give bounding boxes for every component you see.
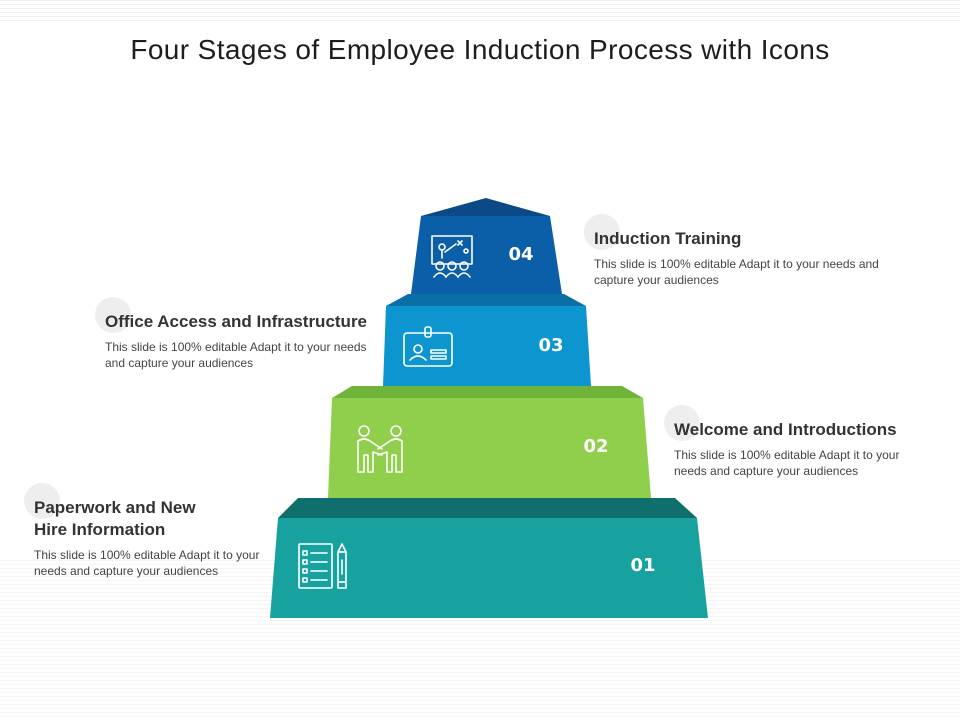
- stage-03-heading: Office Access and Infrastructure: [105, 312, 368, 331]
- stage-04-roof: [421, 198, 550, 216]
- stage-01-block: 01: [270, 498, 708, 618]
- stage-02-note: Welcome and Introductions This slide is …: [664, 405, 934, 479]
- id-badge-icon: [403, 326, 453, 367]
- stage-02-block: 02: [328, 386, 651, 498]
- stage-01-front-face: [270, 518, 708, 618]
- stage-02-heading: Welcome and Introductions: [674, 420, 897, 439]
- document-checklist-pencil-icon: [298, 543, 347, 589]
- stage-02-front-face: [328, 398, 651, 498]
- stage-04-heading: Induction Training: [594, 229, 742, 248]
- stage-01-note-circle: [24, 483, 60, 519]
- stage-04-description: This slide is 100% editable Adapt it to …: [594, 257, 879, 287]
- stage-04-note-circle: [584, 214, 620, 250]
- stage-01-description: This slide is 100% editable Adapt it to …: [34, 548, 260, 578]
- stage-01-heading: Paperwork and New Hire Information: [34, 498, 196, 539]
- stage-01-note: Paperwork and New Hire Information This …: [24, 483, 266, 579]
- stage-02-number: 02: [583, 436, 608, 457]
- top-stripe-band: [0, 0, 960, 24]
- stage-04-number: 04: [508, 244, 533, 265]
- training-presentation-icon: [431, 235, 473, 278]
- stage-02-description: This slide is 100% editable Adapt it to …: [674, 448, 900, 478]
- stage-03-description: This slide is 100% editable Adapt it to …: [105, 340, 367, 370]
- stage-01-number: 01: [630, 555, 655, 576]
- stage-03-note-circle: [95, 297, 131, 333]
- stage-01-top-face: [278, 498, 697, 518]
- stage-03-top-face: [386, 294, 586, 306]
- stage-02-note-circle: [664, 405, 700, 441]
- stage-03-block: 03: [383, 294, 591, 386]
- stage-04-block: 04: [411, 198, 562, 294]
- stage-04-note: Induction Training This slide is 100% ed…: [584, 214, 884, 288]
- slide-title: Four Stages of Employee Induction Proces…: [130, 34, 830, 65]
- stage-02-top-face: [332, 386, 643, 398]
- handshake-icon: [357, 425, 403, 473]
- stage-03-note: Office Access and Infrastructure This sl…: [95, 297, 385, 371]
- stage-04-front-face: [411, 216, 562, 294]
- stage-03-number: 03: [538, 335, 563, 356]
